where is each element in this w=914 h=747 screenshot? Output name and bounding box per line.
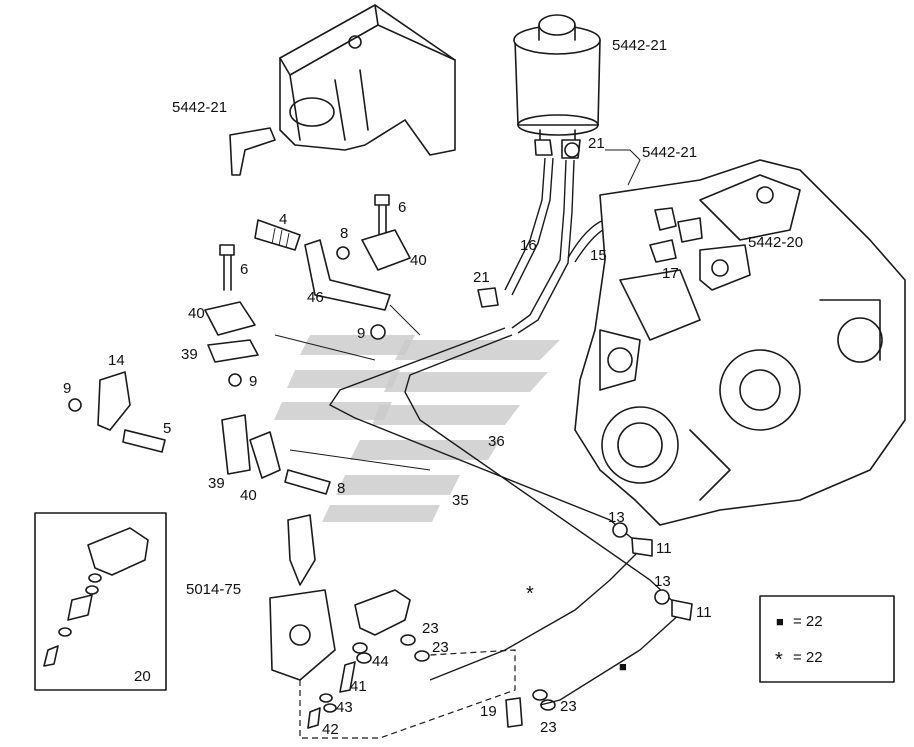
label-11-upper: 11 bbox=[656, 540, 672, 557]
label-39-mid: 39 bbox=[181, 346, 198, 363]
fitting-21-mid bbox=[477, 287, 499, 308]
return-pipe bbox=[429, 549, 683, 706]
label-35: 35 bbox=[452, 492, 469, 509]
label-39-low: 39 bbox=[208, 475, 225, 492]
seal-rings bbox=[319, 634, 556, 713]
legend-star-text: = 22 bbox=[793, 649, 823, 666]
clamp-40-low bbox=[249, 431, 281, 479]
label-5: 5 bbox=[163, 420, 171, 437]
label-13-lower: 13 bbox=[654, 573, 671, 590]
pipe-35 bbox=[404, 334, 681, 609]
fitting-21-top bbox=[564, 142, 580, 158]
bolt-6-low bbox=[284, 469, 331, 495]
inset-box bbox=[34, 512, 167, 691]
bolt-41 bbox=[339, 661, 356, 693]
label-19: 19 bbox=[480, 703, 497, 720]
label-11-lower: 11 bbox=[696, 604, 712, 621]
bolt-5 bbox=[122, 429, 166, 453]
label-43: 43 bbox=[336, 699, 353, 716]
label-valve-group: 5014-75 bbox=[186, 581, 241, 598]
label-36: 36 bbox=[488, 433, 505, 450]
label-40-mid: 40 bbox=[188, 305, 205, 322]
label-20: 20 bbox=[134, 668, 151, 685]
label-15: 15 bbox=[590, 247, 607, 264]
label-pump: 5442-20 bbox=[748, 234, 803, 251]
legend-box bbox=[759, 595, 895, 683]
label-13-upper: 13 bbox=[608, 509, 625, 526]
label-9-upper: 9 bbox=[357, 325, 365, 342]
bolt-4 bbox=[254, 219, 301, 251]
label-6-upper: 6 bbox=[398, 199, 406, 216]
watermark-logo bbox=[274, 335, 560, 522]
label-42: 42 bbox=[322, 721, 339, 738]
clamp-40-mid bbox=[204, 301, 256, 336]
label-44: 44 bbox=[372, 653, 389, 670]
clip-14 bbox=[97, 371, 131, 431]
clamp-40-upper bbox=[361, 229, 411, 271]
power-steering-pump bbox=[649, 207, 751, 291]
dashed-return bbox=[299, 649, 516, 739]
label-6-lower: 6 bbox=[240, 261, 248, 278]
label-4: 4 bbox=[279, 211, 287, 228]
nut-9 bbox=[68, 324, 386, 412]
label-23-c: 23 bbox=[560, 698, 577, 715]
label-14: 14 bbox=[108, 352, 125, 369]
bolt-42 bbox=[307, 707, 321, 729]
label-41: 41 bbox=[350, 678, 367, 695]
bracket-46 bbox=[304, 239, 391, 311]
legend-square-symbol: ■ bbox=[776, 614, 784, 629]
square-marker: ■ bbox=[619, 659, 627, 674]
label-21-top: 21 bbox=[588, 135, 605, 152]
fitting-13 bbox=[612, 522, 670, 605]
label-46: 46 bbox=[307, 289, 324, 306]
mounting-bracket bbox=[229, 4, 456, 176]
label-bracket-top: 5442-21 bbox=[172, 99, 227, 116]
fitting-11 bbox=[631, 537, 693, 621]
label-23-b: 23 bbox=[432, 639, 449, 656]
plate-39-low bbox=[221, 414, 251, 475]
plate-39-mid bbox=[207, 339, 259, 363]
label-8-low: 8 bbox=[337, 480, 345, 497]
valve-group bbox=[269, 514, 411, 681]
star-marker: * bbox=[526, 583, 534, 605]
engine-block bbox=[574, 159, 906, 526]
label-23-d: 23 bbox=[540, 719, 557, 736]
label-23-a: 23 bbox=[422, 620, 439, 637]
label-9-left: 9 bbox=[63, 380, 71, 397]
label-40-low: 40 bbox=[240, 487, 257, 504]
label-reservoir-hose: 5442-21 bbox=[642, 144, 697, 161]
legend-square-text: = 22 bbox=[793, 613, 823, 630]
label-40-upper: 40 bbox=[410, 252, 427, 269]
label-9-mid: 9 bbox=[249, 373, 257, 390]
label-reservoir: 5442-21 bbox=[612, 37, 667, 54]
bolt-6-lower bbox=[219, 244, 235, 291]
union-19 bbox=[505, 697, 523, 728]
leader-lines bbox=[274, 149, 641, 471]
label-17: 17 bbox=[662, 265, 679, 282]
suction-hose bbox=[504, 157, 554, 296]
label-21-mid: 21 bbox=[473, 269, 490, 286]
label-16: 16 bbox=[520, 237, 537, 254]
legend-star-symbol: * bbox=[775, 649, 783, 671]
label-8: 8 bbox=[340, 225, 348, 242]
washer-8 bbox=[336, 246, 350, 260]
bolt-6-upper bbox=[374, 194, 390, 236]
